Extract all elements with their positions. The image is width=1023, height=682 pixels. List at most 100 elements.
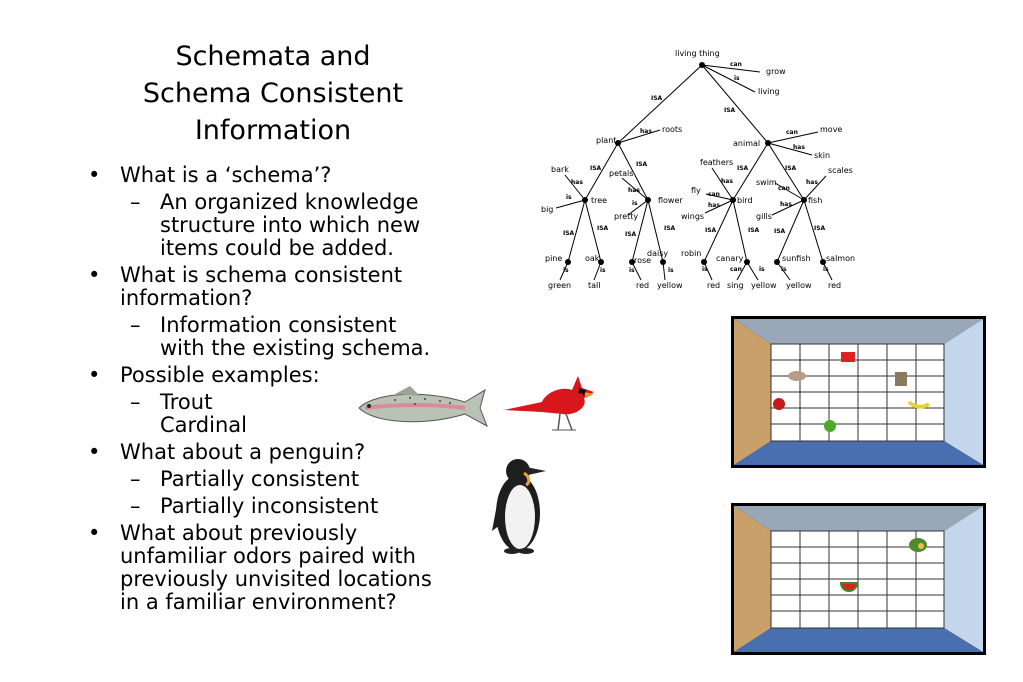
relation-label: is — [702, 266, 708, 273]
relation-label: ISA — [705, 227, 717, 234]
sub-bullet-item: – An organized knowledge structure into … — [88, 191, 508, 260]
bullet-text: What is a ‘schema’? — [120, 163, 332, 187]
odor-item — [841, 352, 855, 362]
attr-label: skin — [814, 151, 830, 160]
relation-label: is — [781, 266, 787, 273]
odor-item — [895, 372, 907, 386]
node-label: robin — [681, 249, 701, 258]
relation-label: has — [721, 178, 733, 185]
relation-label: has — [780, 201, 792, 208]
relation-label: is — [668, 267, 674, 274]
attr-label: swim — [756, 178, 777, 187]
attr-label: feathers — [700, 158, 733, 167]
relation-label: ISA — [724, 107, 736, 114]
relation-label: is — [566, 194, 572, 201]
node-label: daisy — [647, 249, 668, 258]
sub-bullet-text: Information consistent — [160, 313, 397, 337]
node-label: living thing — [675, 49, 720, 58]
title-line: Schema Consistent — [142, 78, 404, 109]
relation-label: can — [730, 266, 742, 273]
node-label: plant — [596, 136, 616, 145]
relation-label: can — [786, 129, 798, 136]
bullet-text: What about a penguin? — [120, 440, 366, 464]
sub-bullet-text: Partially inconsistent — [160, 494, 379, 518]
title-line: Information — [194, 115, 352, 146]
relation-label: ISA — [636, 161, 648, 168]
sub-bullet-item: – Partially inconsistent — [88, 495, 508, 518]
attr-label: red — [636, 281, 649, 290]
sub-bullet-text: An organized knowledge — [160, 190, 419, 214]
relation-label: ISA — [814, 225, 826, 232]
attr-label: tall — [588, 281, 600, 290]
sub-bullet-text: Partially consistent — [160, 467, 360, 491]
relation-label: is — [823, 266, 829, 273]
bullet-text: Possible examples: — [120, 363, 320, 387]
node-label: tree — [591, 196, 607, 205]
odor-item — [909, 538, 927, 552]
relation-label: has — [806, 179, 818, 186]
sub-bullet-item: – Information consistent with the existi… — [88, 314, 508, 360]
relation-label: ISA — [651, 95, 663, 102]
relation-label: is — [629, 267, 635, 274]
relation-label: has — [628, 187, 640, 194]
bullet-text: in a familiar environment? — [120, 590, 397, 614]
attr-label: big — [541, 205, 553, 214]
relation-label: ISA — [737, 165, 749, 172]
node-label: oak — [585, 254, 600, 263]
relation-label: is — [563, 267, 569, 274]
bullet-text: previously unvisited locations — [120, 567, 432, 591]
dash: – — [130, 494, 141, 518]
attr-label: yellow — [657, 281, 683, 290]
odor-item — [824, 420, 836, 432]
attr-label: pretty — [614, 212, 638, 221]
attr-label: wings — [681, 212, 704, 221]
node-label: flower — [658, 196, 683, 205]
relation-label: is — [759, 266, 765, 273]
node-label: rose — [634, 256, 651, 265]
relation-label: has — [571, 179, 583, 186]
sub-bullet-text: Trout — [160, 390, 213, 414]
node-label: animal — [733, 139, 760, 148]
attr-label: red — [707, 281, 720, 290]
relation-label: ISA — [590, 165, 602, 172]
sub-bullet-item: – Trout Cardinal — [88, 391, 508, 437]
bullet-item: What is a ‘schema’? — [88, 163, 508, 188]
attr-label: scales — [828, 166, 853, 175]
trout-image — [358, 386, 488, 428]
attr-label: yellow — [786, 281, 812, 290]
dash: – — [130, 390, 141, 414]
bullet-text: What is schema consistent — [120, 263, 403, 287]
attr-label: green — [548, 281, 571, 290]
relation-label: ISA — [664, 225, 676, 232]
attr-label: living — [758, 87, 780, 96]
node-label: salmon — [826, 254, 855, 263]
attr-label: grow — [766, 67, 786, 76]
odor-item — [907, 400, 931, 409]
relation-label: is — [734, 75, 740, 82]
bullet-list: What is a ‘schema’? – An organized knowl… — [88, 164, 508, 618]
attr-label: red — [828, 281, 841, 290]
room-environment-1 — [731, 316, 986, 468]
relation-label: ISA — [563, 230, 575, 237]
node-label: sunfish — [782, 254, 811, 263]
node-label: bird — [737, 196, 753, 205]
slide-title: Schemata and Schema Consistent Informati… — [120, 38, 426, 149]
dash: – — [130, 467, 141, 491]
node-label: canary — [716, 254, 744, 263]
odor-item — [773, 398, 785, 410]
attr-label: yellow — [751, 281, 777, 290]
attr-label: gills — [756, 212, 772, 221]
relation-label: ISA — [597, 225, 609, 232]
odor-item — [918, 543, 924, 549]
sub-bullet-item: – Partially consistent — [88, 468, 508, 491]
relation-label: can — [778, 185, 790, 192]
node-label: fish — [808, 196, 822, 205]
relation-label: has — [708, 202, 720, 209]
relation-label: ISA — [625, 231, 637, 238]
sub-bullet-text: Cardinal — [160, 413, 247, 437]
room-environment-2 — [731, 503, 986, 655]
cardinal-image — [504, 376, 594, 431]
relation-label: can — [708, 191, 720, 198]
bullet-text: information? — [120, 286, 253, 310]
